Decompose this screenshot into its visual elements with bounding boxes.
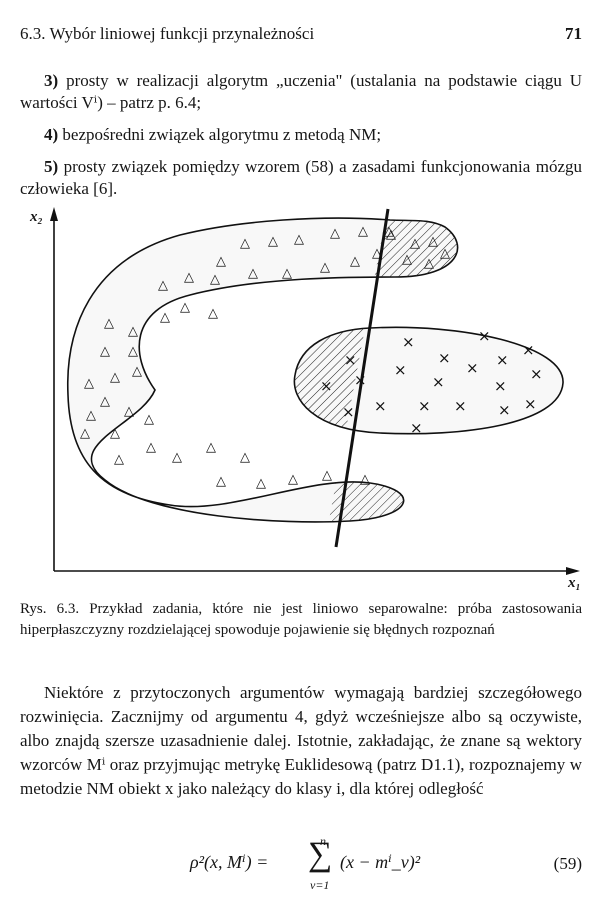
cross-marker: ×	[344, 351, 357, 369]
item-number: 5)	[44, 157, 59, 176]
list-item: 5) prosty związek pomiędzy wzorem (58) a…	[20, 156, 582, 200]
cross-marker: ×	[524, 395, 537, 413]
sum-upper-limit: n	[320, 834, 326, 848]
cross-marker: ×	[530, 365, 543, 383]
triangle-marker: △	[402, 252, 412, 267]
triangle-marker: △	[330, 226, 340, 241]
y-axis-label: x₂	[30, 209, 43, 225]
cross-marker: ×	[522, 341, 535, 359]
triangle-marker: △	[320, 260, 330, 275]
triangle-marker: △	[350, 254, 360, 269]
triangle-marker: △	[160, 310, 170, 325]
triangle-marker: △	[144, 412, 154, 427]
triangle-marker: △	[216, 474, 226, 489]
item-text: prosty związek pomiędzy wzorem (58) a za…	[20, 157, 583, 198]
triangle-marker: △	[386, 227, 396, 242]
triangle-marker: △	[128, 324, 138, 339]
cross-marker: ×	[320, 377, 333, 395]
triangle-marker: △	[372, 246, 382, 261]
page-number: 71	[565, 24, 582, 43]
triangle-marker: △	[172, 450, 182, 465]
triangle-marker: △	[248, 266, 258, 281]
figure-drawing: △ △ △ △ △ △ △ △ △ △ △ △ △ △ △ △ △ △ △ △ △ △ △ △ △ △ △ △ △ △ △ △ △ △ △ △ △ △ △ △…	[50, 207, 580, 575]
triangle-marker: △	[208, 306, 218, 321]
triangle-marker: △	[268, 234, 278, 249]
triangle-marker: △	[206, 440, 216, 455]
triangle-marker: △	[240, 236, 250, 251]
equation-number: (59)	[553, 854, 582, 873]
list-item: 3) prosty w realizacji algorytm „uczenia…	[20, 70, 582, 114]
cross-marker: ×	[478, 327, 491, 345]
cross-marker: ×	[354, 371, 367, 389]
item-number: 4)	[44, 125, 59, 144]
section-title: 6.3. Wybór liniowej funkcji przynależnoś…	[20, 24, 315, 43]
sum-lower-limit: ν=1	[310, 878, 330, 892]
item-number: 3)	[44, 71, 59, 90]
item-text: bezpośredni związek algorytmu z metodą N…	[62, 125, 382, 144]
triangle-marker: △	[80, 426, 90, 441]
triangle-marker: △	[288, 472, 298, 487]
cross-marker: ×	[496, 351, 509, 369]
triangle-marker: △	[180, 300, 190, 315]
triangle-marker: △	[132, 364, 142, 379]
cross-marker: ×	[494, 377, 507, 395]
triangle-marker: △	[86, 408, 96, 423]
figure-caption: Rys. 6.3. Przykład zadania, które nie je…	[20, 601, 582, 638]
triangle-marker: △	[110, 370, 120, 385]
triangle-marker: △	[146, 440, 156, 455]
triangle-marker: △	[184, 270, 194, 285]
triangle-marker: △	[424, 256, 434, 271]
page-header: 6.3. Wybór liniowej funkcji przynależnoś…	[20, 24, 582, 48]
triangle-marker: △	[322, 468, 332, 483]
triangle-marker: △	[216, 254, 226, 269]
triangle-marker: △	[100, 344, 110, 359]
body-paragraph: Niektóre z przytoczonych argumentów wyma…	[20, 683, 582, 798]
triangle-marker: △	[294, 232, 304, 247]
equation-lhs: ρ²(x, Mⁱ) =	[190, 852, 269, 872]
triangle-marker: △	[110, 426, 120, 441]
triangle-marker: △	[128, 344, 138, 359]
triangle-marker: △	[210, 272, 220, 287]
c-shaped-region	[66, 217, 459, 523]
triangle-marker: △	[384, 224, 394, 239]
triangle-marker: △	[282, 266, 292, 281]
list-item: 4) bezpośredni związek algorytmu z metod…	[20, 124, 582, 146]
x-axis-label: x₁	[568, 575, 581, 591]
cross-marker: ×	[454, 397, 467, 415]
cross-marker: ×	[418, 397, 431, 415]
triangle-marker: △	[358, 224, 368, 239]
triangle-marker: △	[360, 472, 370, 487]
triangle-marker: △	[428, 234, 438, 249]
triangle-marker: △	[410, 236, 420, 251]
argument-list: 3) prosty w realizacji algorytm „uczenia…	[20, 70, 582, 210]
cross-marker: ×	[438, 349, 451, 367]
cross-marker: ×	[466, 359, 479, 377]
triangle-marker: △	[124, 404, 134, 419]
triangle-marker: △	[440, 246, 450, 261]
sum-symbol: ∑	[308, 836, 333, 873]
cross-marker: ×	[374, 397, 387, 415]
cross-marker: ×	[402, 333, 415, 351]
triangle-marker: △	[114, 452, 124, 467]
cross-marker: ×	[410, 419, 423, 437]
cross-marker: ×	[498, 401, 511, 419]
triangle-marker: △	[104, 316, 114, 331]
equation-rhs: (x − mⁱ_ν)²	[340, 852, 421, 872]
triangle-marker: △	[84, 376, 94, 391]
cross-marker: ×	[432, 373, 445, 391]
figure-6-3: △ △ △ △ △ △ △ △ △ △ △ △ △ △ △ △ △ △ △ △ △ △ △ △ △ △ △ △ △ △ △ △ △ △ △ △ △ △ △ △…	[20, 205, 581, 595]
x-axis-arrow	[566, 567, 580, 575]
cross-marker: ×	[394, 361, 407, 379]
item-text: prosty w realizacji algorytm „uczenia" (…	[20, 71, 582, 112]
triangle-marker: △	[256, 476, 266, 491]
equation-59: ρ²(x, Mⁱ) = n ∑ ν=1 (x − mⁱ_ν)² (59)	[20, 834, 582, 900]
y-axis-arrow	[50, 207, 58, 221]
triangle-marker: △	[240, 450, 250, 465]
cross-marker: ×	[342, 403, 355, 421]
separating-hyperplane	[334, 208, 390, 548]
triangle-marker: △	[158, 278, 168, 293]
triangle-marker: △	[100, 394, 110, 409]
